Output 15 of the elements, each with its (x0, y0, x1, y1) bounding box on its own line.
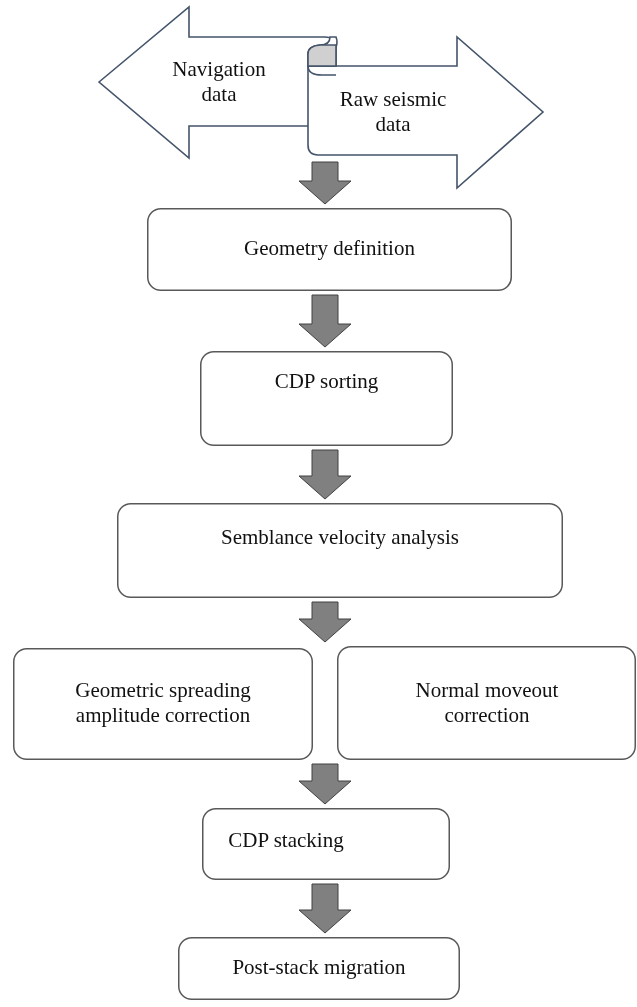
step-label: CDP sorting (273, 369, 380, 394)
block-arrow (298, 161, 352, 205)
step-label: Navigation data (171, 57, 267, 107)
block-arrow (298, 449, 352, 500)
step-label: CDP stacking (227, 828, 345, 853)
block-arrow (298, 601, 352, 643)
block-arrow (298, 883, 352, 934)
step-label: Post-stack migration (231, 955, 407, 980)
step-label: Geometric spreading amplitude correction (74, 678, 252, 728)
step-label: Normal moveout correction (414, 678, 560, 728)
step-label: Semblance velocity analysis (220, 525, 460, 550)
step-label: Geometry definition (243, 236, 416, 261)
step-label: Raw seismic data (338, 87, 448, 137)
block-arrow (298, 294, 352, 348)
block-arrow (298, 763, 352, 805)
